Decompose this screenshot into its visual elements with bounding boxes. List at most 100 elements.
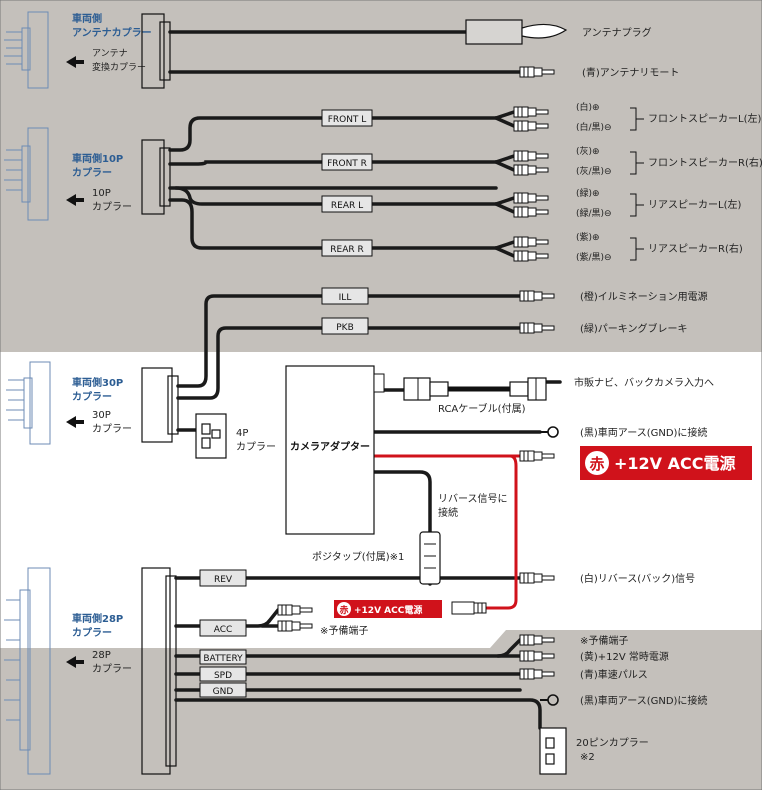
label-navi-camera: 市販ナビ、バックカメラ入力へ <box>574 376 714 389</box>
label-rear-speaker-l: リアスピーカーL(左) <box>648 198 741 211</box>
label-antenna-remote: (青)アンテナリモート <box>582 66 679 79</box>
wire-tag-battery <box>199 649 247 665</box>
label-reverse-connect-2: 接続 <box>438 506 458 519</box>
vehicle-28p-label-2: カプラー <box>72 626 112 639</box>
wire-tag-front-r <box>321 153 373 171</box>
label-rear-l-minus: (緑/黒)⊖ <box>576 207 612 219</box>
acc-12v-badge-small <box>334 600 442 618</box>
label-20pin-note: ※2 <box>580 752 595 763</box>
acc-12v-text: +12V ACC電源 <box>614 454 736 473</box>
upper-band <box>0 0 762 352</box>
harness-28p-housing <box>141 567 171 775</box>
acc-red-kanji: 赤 <box>589 455 604 473</box>
wire-tag-gnd <box>199 682 247 698</box>
label-ground-bottom: (黒)車両アース(GND)に接続 <box>580 694 707 707</box>
wire-tag-gnd-text: GND <box>213 687 234 697</box>
vehicle-antenna-label-1: 車両側 <box>72 12 102 25</box>
arrow-left-icon <box>66 416 84 428</box>
vehicle-28p-connector-icon <box>4 567 51 775</box>
vehicle-10p-label-1: 車両側10P <box>72 152 123 165</box>
wire-tag-battery-text: BATTERY <box>203 654 243 664</box>
wire-tag-spd-text: SPD <box>214 671 232 681</box>
antenna-adapter-label-2: 変換カプラー <box>92 61 146 73</box>
wire-tag-pkb <box>321 317 369 335</box>
label-antenna-plug: アンテナプラグ <box>582 26 652 39</box>
antenna-adapter-label-1: アンテナ <box>92 48 128 59</box>
harness-10p-label-1: 10P <box>92 188 111 199</box>
wire-tag-ill <box>321 287 369 305</box>
middle-band <box>0 352 762 648</box>
coupler-4p-label-1: 4P <box>236 428 248 439</box>
arrow-left-icon <box>66 194 84 206</box>
harness-30p-label-2: カプラー <box>92 423 132 435</box>
wire-tag-rear-r <box>321 239 373 257</box>
wiring <box>168 30 562 730</box>
label-front-r-minus: (灰/黒)⊖ <box>576 165 612 177</box>
wire-tag-spd <box>199 666 247 682</box>
rca-cable <box>403 377 547 401</box>
camera-adapter-box <box>285 365 385 535</box>
wire-tag-acc <box>199 619 247 637</box>
wire-tag-pkb-text: PKB <box>336 323 354 333</box>
wire-tag-front-r-text: FRONT R <box>327 159 367 169</box>
harness-30p-label-1: 30P <box>92 410 111 421</box>
wire-tag-rear-r-text: REAR R <box>330 245 363 255</box>
label-front-l-minus: (白/黒)⊖ <box>576 121 612 133</box>
wire-tag-rev <box>199 569 247 587</box>
coupler-4p-label-2: カプラー <box>236 441 276 453</box>
vehicle-30p-label-2: カプラー <box>72 390 112 403</box>
arrow-left-icon <box>66 656 84 668</box>
label-rear-r-plus: (紫)⊕ <box>576 232 600 243</box>
vehicle-10p-connector-icon <box>4 127 49 221</box>
harness-28p-label-2: カプラー <box>92 663 132 675</box>
vehicle-28p-label-1: 車両側28P <box>72 612 123 625</box>
label-rear-l-plus: (緑)⊕ <box>576 187 600 199</box>
label-speed-pulse: (青)車速パルス <box>580 668 648 681</box>
acc-12v-text-small: +12V ACC電源 <box>354 604 422 616</box>
label-reverse-connect-1: リバース信号に <box>438 493 508 505</box>
label-parking-brake: (緑)パーキングブレーキ <box>580 322 688 335</box>
vehicle-antenna-connector <box>4 11 49 89</box>
label-front-speaker-l: フロントスピーカーL(左) <box>648 112 761 125</box>
vehicle-10p-label-2: カプラー <box>72 166 112 179</box>
camera-adapter-label: カメラアダプター <box>290 440 370 453</box>
lower-band <box>0 630 762 790</box>
vehicle-30p-connector-icon <box>6 361 51 445</box>
antenna-plug <box>465 19 568 45</box>
label-20pin-connector: 20ピンカプラー <box>576 737 649 749</box>
acc-12v-badge <box>580 446 752 480</box>
wire-tag-acc-text: ACC <box>214 625 233 635</box>
label-front-r-plus: (灰)⊕ <box>576 145 600 157</box>
label-ground-top: (黒)車両アース(GND)に接続 <box>580 426 707 439</box>
acc-red-wire <box>374 454 520 610</box>
wire-tag-front-l-text: FRONT L <box>328 115 367 125</box>
arrow-left-icon <box>66 56 84 68</box>
wire-tag-rear-l <box>321 195 373 213</box>
antenna-adapter-housing <box>141 13 165 89</box>
coupler-20p <box>539 727 567 775</box>
label-spare-terminal: ※予備端子 <box>580 634 628 647</box>
label-illumination: (橙)イルミネーション用電源 <box>580 290 708 303</box>
wire-tag-rear-l-text: REAR L <box>331 201 363 211</box>
wire-tag-rev-text: REV <box>214 575 233 585</box>
label-reverse-signal: (白)リバース(バック)信号 <box>580 572 695 585</box>
label-rca-cable: RCAケーブル(付属) <box>438 402 526 415</box>
label-spare-terminal-left: ※予備端子 <box>320 624 368 637</box>
harness-10p-label-2: カプラー <box>92 201 132 213</box>
label-battery-power: (黄)+12V 常時電源 <box>580 650 669 663</box>
harness-30p-housing <box>141 367 173 443</box>
harness-10p-housing <box>141 139 165 215</box>
vehicle-30p-label-1: 車両側30P <box>72 376 123 389</box>
coupler-4p <box>195 413 227 459</box>
label-posi-tap: ポジタップ(付属)※1 <box>312 550 404 563</box>
label-rear-speaker-r: リアスピーカーR(右) <box>648 242 743 255</box>
wire-tag-front-l <box>321 109 373 127</box>
vehicle-antenna-label-2: アンテナカプラー <box>72 26 152 39</box>
label-front-l-plus: (白)⊕ <box>576 101 600 113</box>
acc-red-kanji-small: 赤 <box>339 604 348 616</box>
label-front-speaker-r: フロントスピーカーR(右) <box>648 156 762 169</box>
posi-tap <box>419 531 441 585</box>
label-rear-r-minus: (紫/黒)⊖ <box>576 252 612 263</box>
